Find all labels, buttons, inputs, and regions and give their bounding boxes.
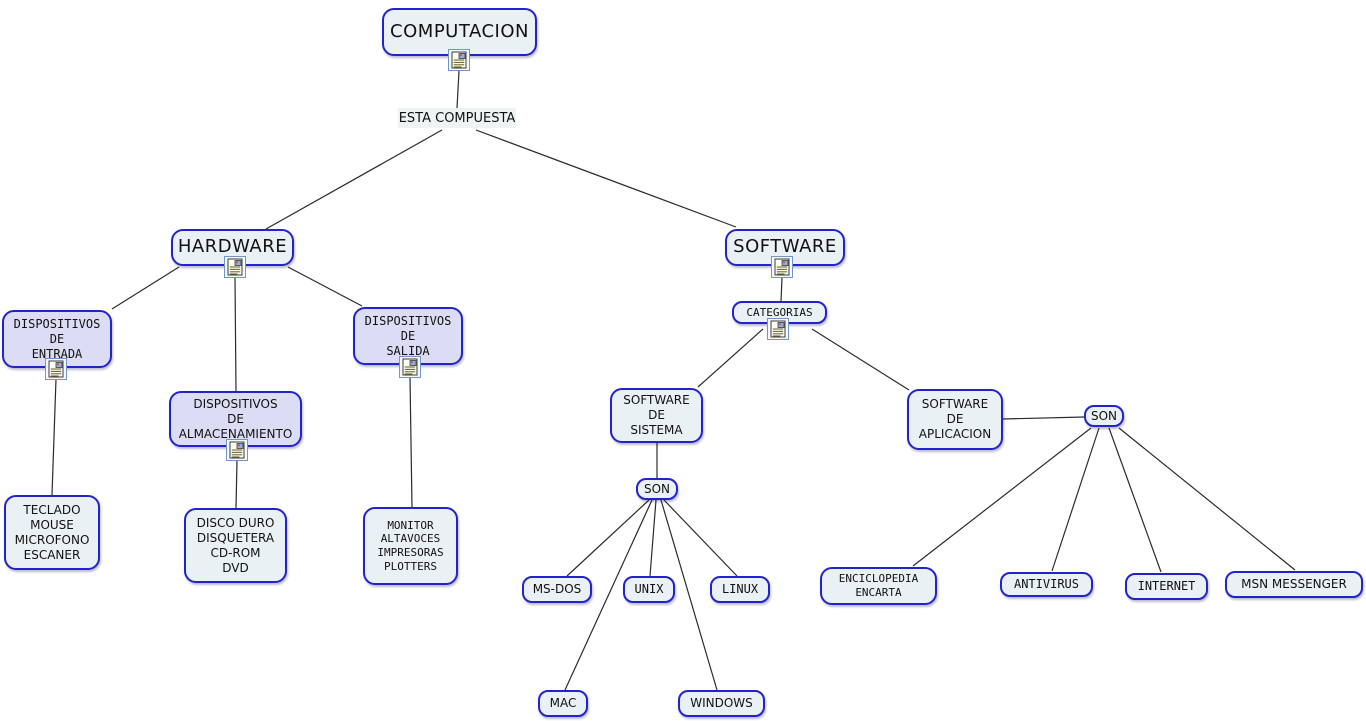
attached-resource-icon[interactable] — [399, 356, 421, 378]
edge-son-enciclopedia — [912, 427, 1092, 567]
node-dispositivos-salida[interactable]: DISPOSITIVOS DE SALIDA — [353, 307, 463, 365]
node-label: SON — [643, 481, 671, 496]
node-label: COMPUTACION — [390, 20, 529, 42]
edge-hardware-almacenamiento — [234, 276, 237, 392]
edge-son-windows — [660, 499, 718, 691]
edge-categorias-swsistema — [697, 328, 764, 388]
node-windows[interactable]: WINDOWS — [678, 690, 765, 717]
attached-resource-icon[interactable] — [226, 439, 248, 461]
node-label: MS-DOS — [532, 582, 582, 596]
edge-computacion-estacompuesta — [456, 70, 460, 109]
edge-estacompuesta-hardware — [265, 129, 443, 230]
node-ms-dos[interactable]: MS-DOS — [522, 576, 592, 603]
edge-son-internet — [1108, 427, 1162, 573]
node-software-sistema[interactable]: SOFTWARE DE SISTEMA — [610, 388, 703, 443]
node-son-sistema[interactable]: SON — [636, 478, 678, 500]
edge-son-msnmessenger — [1118, 427, 1296, 571]
edge-son-antivirus — [1051, 427, 1100, 572]
node-label: ENCICLOPEDIA ENCARTA — [838, 572, 919, 599]
node-label: WINDOWS — [690, 696, 753, 710]
node-label: UNIX — [634, 582, 664, 596]
node-label: DISPOSITIVOS DE ALMACENAMIENTO — [178, 396, 293, 441]
edge-salida-items — [409, 376, 413, 508]
node-antivirus[interactable]: ANTIVIRUS — [1000, 572, 1093, 597]
node-label: DISCO DURO DISQUETERA CD-ROM DVD — [196, 515, 275, 575]
linking-phrase-label: ESTA COMPUESTA — [398, 110, 516, 126]
attached-resource-icon[interactable] — [767, 318, 789, 340]
edge-almacenamiento-items — [235, 459, 238, 509]
edge-categorias-swaplicacion — [811, 328, 910, 391]
node-salida-items[interactable]: MONITOR ALTAVOCES IMPRESORAS PLOTTERS — [363, 507, 458, 585]
node-label: MONITOR ALTAVOCES IMPRESORAS PLOTTERS — [377, 518, 444, 573]
attached-resource-icon[interactable] — [45, 358, 67, 380]
node-internet[interactable]: INTERNET — [1125, 573, 1208, 600]
edge-estacompuesta-software — [475, 129, 737, 228]
linking-phrase-esta-compuesta[interactable]: ESTA COMPUESTA — [398, 108, 516, 128]
node-label: MAC — [549, 696, 577, 710]
node-entrada-items[interactable]: TECLADO MOUSE MICROFONO ESCANER — [4, 495, 100, 570]
node-computacion[interactable]: COMPUTACION — [382, 8, 537, 56]
node-label: CATEGORIAS — [746, 305, 813, 319]
node-unix[interactable]: UNIX — [623, 576, 675, 603]
node-label: MSN MESSENGER — [1241, 577, 1347, 591]
node-label: HARDWARE — [177, 236, 288, 258]
node-msn-messenger[interactable]: MSN MESSENGER — [1225, 571, 1363, 598]
edge-software-categorias — [780, 277, 783, 302]
node-label: SON — [1090, 408, 1118, 423]
edge-son-mac — [564, 499, 653, 691]
edge-son-linux — [663, 499, 738, 577]
node-label: SOFTWARE — [733, 236, 837, 258]
node-label: LINUX — [721, 582, 759, 596]
node-software[interactable]: SOFTWARE — [725, 229, 845, 266]
edge-son-unix — [649, 499, 657, 577]
node-label: SOFTWARE DE SISTEMA — [623, 393, 690, 437]
attached-resource-icon[interactable] — [224, 256, 246, 278]
node-label: SOFTWARE DE APLICACION — [918, 397, 992, 441]
attached-resource-icon[interactable] — [771, 256, 793, 278]
node-label: ANTIVIRUS — [1013, 577, 1080, 591]
node-son-aplicacion[interactable]: SON — [1084, 405, 1124, 427]
node-label: DISPOSITIVOS DE ENTRADA — [13, 316, 101, 361]
edge-hardware-entrada — [111, 266, 180, 310]
node-label: TECLADO MOUSE MICROFONO ESCANER — [14, 502, 90, 562]
node-almacenamiento-items[interactable]: DISCO DURO DISQUETERA CD-ROM DVD — [184, 508, 287, 583]
edge-hardware-salida — [287, 266, 363, 307]
node-dispositivos-almacenamiento[interactable]: DISPOSITIVOS DE ALMACENAMIENTO — [169, 391, 302, 447]
node-enciclopedia-encarta[interactable]: ENCICLOPEDIA ENCARTA — [820, 567, 937, 605]
node-software-aplicacion[interactable]: SOFTWARE DE APLICACION — [907, 389, 1003, 450]
edge-son-msdos — [566, 499, 650, 577]
node-linux[interactable]: LINUX — [710, 576, 770, 603]
node-label: DISPOSITIVOS DE SALIDA — [364, 313, 452, 358]
node-label: INTERNET — [1137, 579, 1196, 593]
attached-resource-icon[interactable] — [448, 49, 470, 71]
edge-swaplicacion-son — [1002, 416, 1085, 420]
edge-entrada-items — [51, 378, 57, 496]
node-mac[interactable]: MAC — [538, 690, 588, 717]
